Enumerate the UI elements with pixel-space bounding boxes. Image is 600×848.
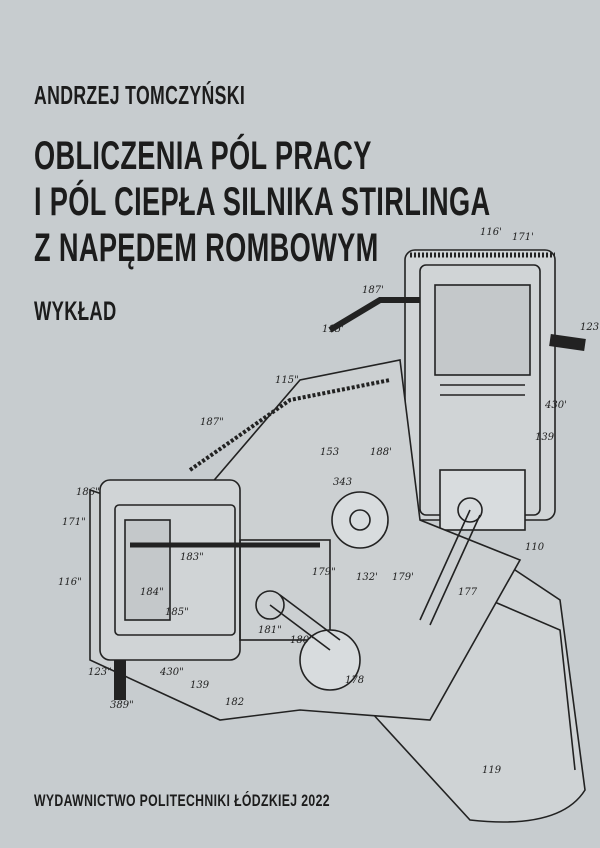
label: 188' — [370, 447, 392, 458]
label: 430" — [159, 667, 184, 678]
label: 171' — [512, 232, 534, 243]
label: 116" — [58, 577, 82, 588]
label: 186" — [76, 487, 100, 498]
crankcase-tube — [359, 539, 586, 823]
label: 181" — [258, 625, 282, 636]
label: 178 — [345, 675, 364, 686]
book-title: OBLICZENIA PÓL PRACY I PÓL CIEPŁA SILNIK… — [34, 133, 491, 271]
label: 179" — [312, 567, 336, 578]
label: 123" — [88, 667, 112, 678]
label: 123' — [580, 322, 600, 333]
label: 139 — [190, 680, 210, 691]
label: 187" — [200, 417, 224, 428]
publisher: WYDAWNICTWO POLITECHNIKI ŁÓDZKIEJ 2022 — [34, 791, 330, 810]
label: 171" — [62, 517, 86, 528]
label: 139 — [535, 432, 555, 443]
author-name: ANDRZEJ TOMCZYŃSKI — [34, 80, 246, 110]
label: 110 — [525, 542, 545, 553]
label: 115" — [275, 375, 299, 386]
label: 389" — [110, 700, 134, 711]
label: 115' — [322, 324, 344, 335]
vertical-cylinder — [404, 249, 556, 531]
housing-hatch — [188, 378, 391, 472]
title-line-3: Z NAPĘDEM ROMBOWYM — [34, 226, 379, 270]
label: 184" — [140, 587, 164, 598]
label: 179' — [392, 572, 414, 583]
pipe — [328, 297, 420, 333]
label: 119 — [482, 765, 502, 776]
title-line-1: OBLICZENIA PÓL PRACY — [34, 134, 372, 178]
pipe — [549, 334, 586, 351]
label: 116' — [480, 227, 502, 238]
label: 430' — [544, 400, 567, 411]
crank-mechanism — [255, 491, 481, 691]
drawing-labels: 116' 171' 187' 115' 123' 430' 139 115" 1… — [58, 227, 600, 776]
label: 187' — [362, 285, 384, 296]
label: 180" — [290, 635, 314, 646]
label: 183" — [180, 552, 204, 563]
subtitle: WYKŁAD — [34, 296, 117, 326]
label: 177 — [458, 587, 478, 598]
label: 343 — [333, 477, 352, 488]
title-line-2: I PÓL CIEPŁA SILNIKA STIRLINGA — [34, 180, 491, 224]
label: 153 — [320, 447, 339, 458]
label: 132' — [356, 572, 378, 583]
horizontal-cylinder — [99, 479, 331, 661]
label: 185" — [165, 607, 189, 618]
label: 182 — [225, 697, 244, 708]
